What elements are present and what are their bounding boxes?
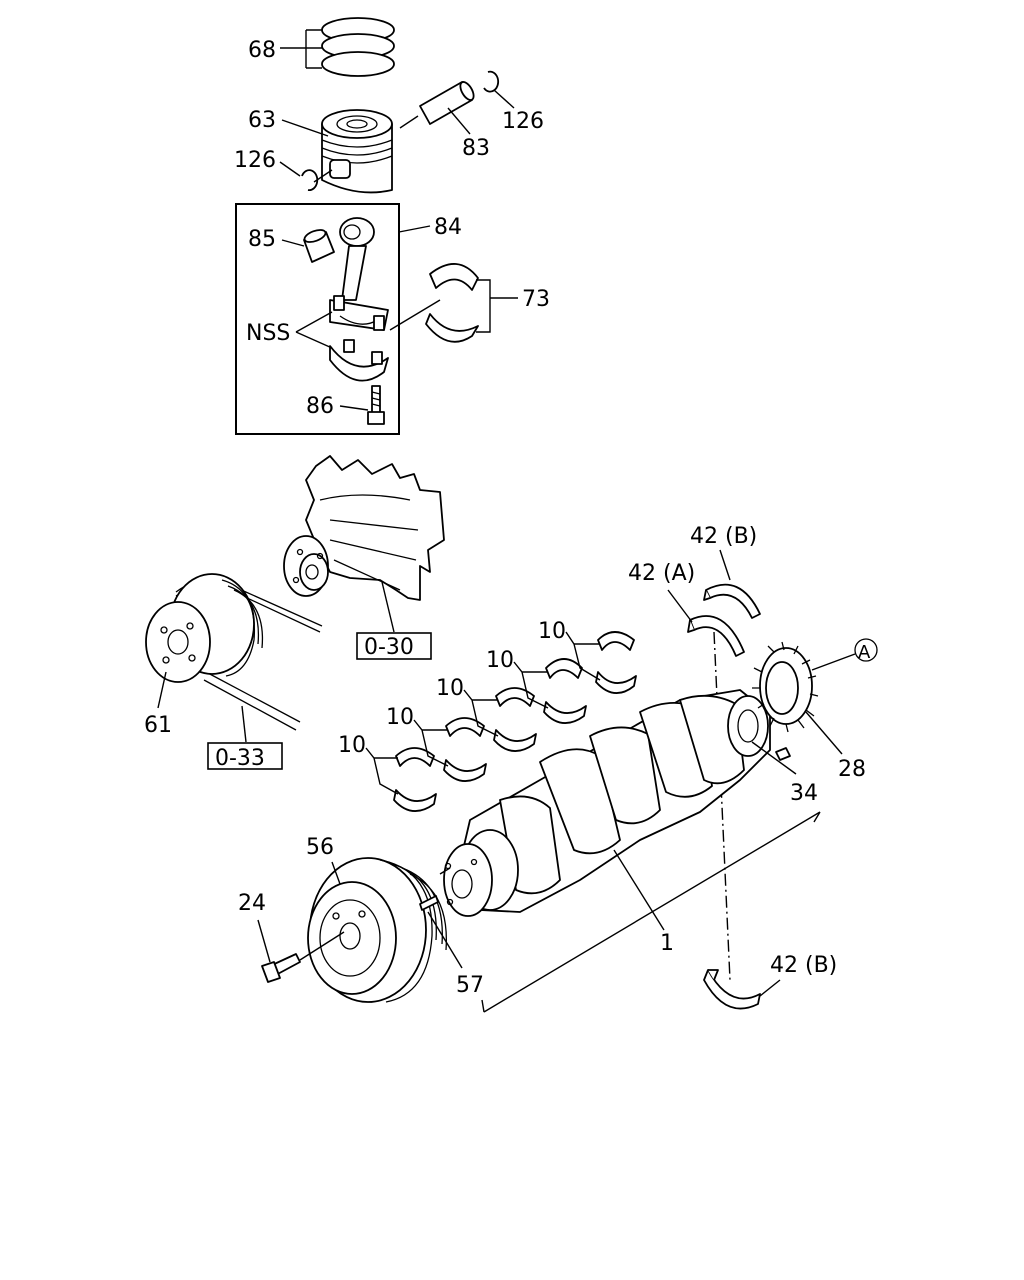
callout-83-label: 83 [462,136,490,161]
callout-10-5-label: 10 [338,733,366,758]
callout-68-label: 68 [248,38,276,63]
callout-42b-bottom: 42 (B) [759,953,837,997]
callout-42b-top-label: 42 (B) [690,524,757,549]
small-end-bushing [303,229,335,263]
callout-10-5: 10 [338,733,399,795]
callout-10-3: 10 [436,676,499,737]
callout-1-label: 1 [660,931,674,956]
callout-68: 68 [248,29,322,69]
pulley-bolt [261,931,345,983]
callout-73-label: 73 [522,287,550,312]
piston [321,109,393,194]
conrod-bearing-upper [429,263,479,291]
callout-85: 85 [248,227,305,252]
callout-56-label: 56 [306,835,334,860]
timing-gear [752,641,819,733]
crank-pulley [307,857,448,1003]
callout-126-top: 126 [493,89,544,134]
callout-83: 83 [447,107,490,161]
snap-ring-right [483,70,500,93]
callout-34: 34 [751,741,818,806]
snap-ring-left [301,169,319,191]
callout-24-label: 24 [238,891,266,916]
thrust-washer-42b-top [703,583,761,619]
callout-61: 61 [144,671,172,738]
callout-a-marker: A [811,638,878,671]
callout-61-label: 61 [144,713,172,738]
circle-a-label: A [858,642,871,663]
main-bearing-4 [543,658,587,724]
callout-56: 56 [306,835,341,885]
belt-reference: 0-33 [207,705,283,771]
fan-pulley [145,573,264,683]
conrod-bearing-lower [425,313,479,343]
callout-57-label: 57 [456,973,484,998]
callout-28-label: 28 [838,757,866,782]
callout-24: 24 [238,891,271,963]
callout-126-left: 126 [234,148,333,183]
water-pump-ref-label: 0-30 [364,635,414,660]
washer-alignment-line [713,631,731,981]
callout-1: 1 [481,811,821,1013]
crankshaft [443,689,771,917]
connecting-rod-cap [329,339,389,382]
callout-42b-bottom-label: 42 (B) [770,953,837,978]
water-pump [283,455,445,601]
connecting-rod [329,217,389,331]
callout-42a-label: 42 (A) [628,561,695,586]
callout-42a: 42 (A) [628,561,695,623]
callout-42b-top: 42 (B) [690,524,757,581]
piston-rings [321,17,395,77]
callout-84-label: 84 [434,215,462,240]
thrust-washer-42b-bottom [703,969,761,1010]
callout-34-label: 34 [790,781,818,806]
callout-84: 84 [398,215,462,240]
belt-ref-label: 0-33 [215,746,265,771]
callout-10-3-label: 10 [436,676,464,701]
callout-57: 57 [427,911,484,998]
callout-126-top-label: 126 [502,109,544,134]
piston-pin [399,81,475,129]
main-bearing-2 [443,717,487,782]
connecting-rod-kit-frame [235,203,400,435]
callout-126-left-label: 126 [234,148,276,173]
callout-63-label: 63 [248,108,276,133]
main-bearing-3 [493,687,537,752]
callout-86-label: 86 [306,394,334,419]
callout-10-4-label: 10 [386,705,414,730]
callout-28: 28 [805,711,866,782]
callout-nss-label: NSS [246,321,290,346]
callout-10-1-label: 10 [538,619,566,644]
callout-63: 63 [248,108,329,137]
main-bearing-1 [393,747,437,812]
callout-10-2-label: 10 [486,648,514,673]
callout-10-4: 10 [386,705,449,767]
connecting-rod-bolt [367,385,385,425]
callout-10-1: 10 [538,619,601,681]
main-bearing-set [393,631,637,812]
thrust-washer-42a [687,615,745,657]
main-bearing-5 [595,631,637,694]
water-pump-reference: 0-30 [356,581,432,660]
callout-73: 73 [389,279,550,333]
callout-nss: NSS [246,311,333,349]
dowel-pin [419,867,451,911]
callout-86: 86 [306,394,369,419]
callout-10-2: 10 [486,648,549,709]
callout-85-label: 85 [248,227,276,252]
crank-key [775,747,791,761]
